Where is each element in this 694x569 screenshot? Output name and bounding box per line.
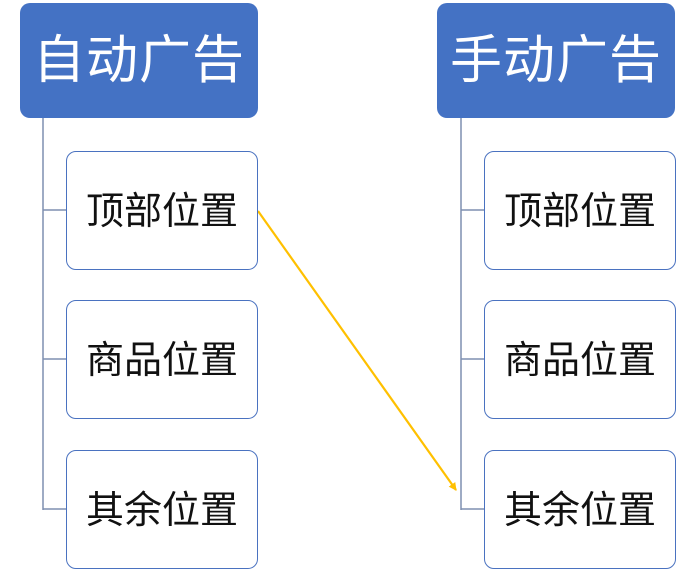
manual-product-position-box: 商品位置: [484, 300, 676, 419]
manual-other-position-label: 其余位置: [503, 487, 656, 532]
mapping-arrow: [257, 210, 457, 491]
auto-product-position-box: 商品位置: [66, 300, 258, 419]
manual-ads-header: 手动广告: [437, 3, 675, 118]
auto-top-position-label: 顶部位置: [85, 188, 238, 233]
manual-top-position-label: 顶部位置: [503, 188, 656, 233]
manual-other-position-box: 其余位置: [484, 450, 676, 569]
auto-other-position-box: 其余位置: [66, 450, 258, 569]
manual-top-position-box: 顶部位置: [484, 151, 676, 270]
auto-ads-header: 自动广告: [20, 3, 258, 118]
auto-top-position-box: 顶部位置: [66, 151, 258, 270]
manual-product-position-label: 商品位置: [503, 337, 656, 382]
manual-ads-title: 手动广告: [449, 30, 662, 91]
auto-product-position-label: 商品位置: [85, 337, 238, 382]
auto-ads-title: 自动广告: [32, 30, 245, 91]
auto-other-position-label: 其余位置: [85, 487, 238, 532]
